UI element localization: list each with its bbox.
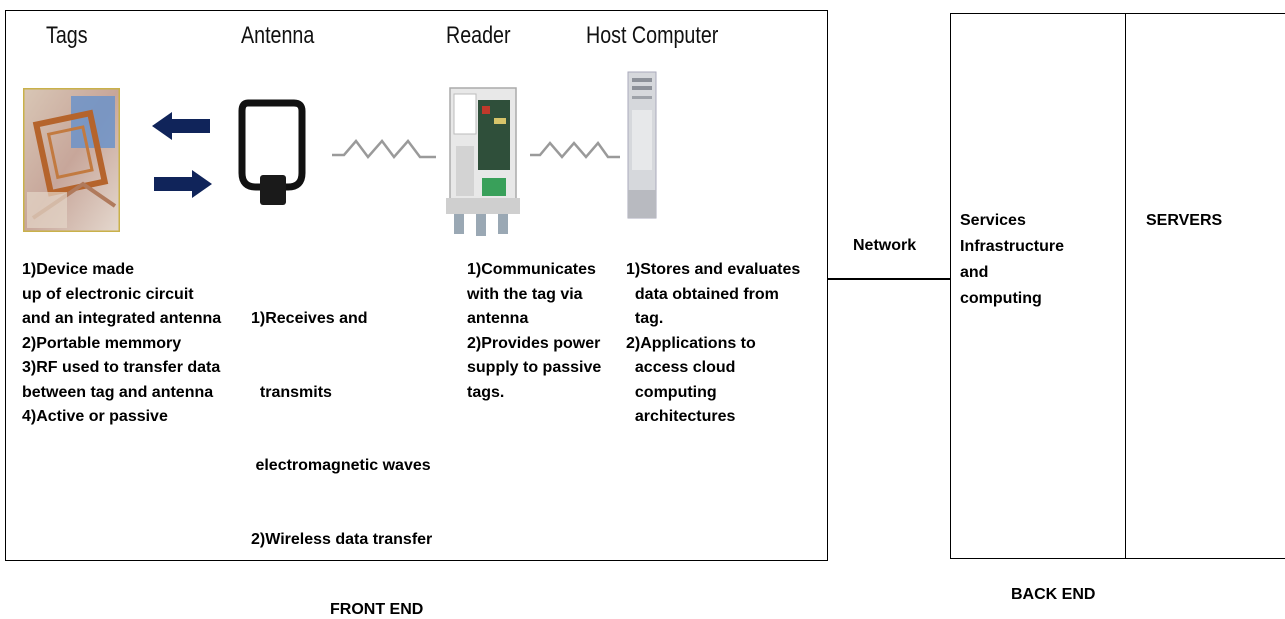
host-computer-description: 1)Stores and evaluates data obtained fro… [626, 258, 800, 430]
services-line: Infrastructure [960, 238, 1065, 255]
network-label: Network [853, 237, 917, 254]
network-line [828, 278, 951, 280]
wave-link-reader-host [528, 135, 622, 165]
description-line: 1)Device made [22, 261, 135, 278]
description-line: 2)Applications to [626, 334, 756, 352]
antenna-description: 1)Receives and transmits electromagnetic… [251, 258, 432, 577]
description-line: with the tag via [467, 285, 583, 303]
host-computer-heading: Host Computer [586, 22, 719, 49]
description-line: antenna [467, 310, 529, 327]
description-line: computing [626, 383, 717, 401]
description-line: 1)Communicates [467, 261, 596, 278]
description-line: supply to passive [467, 359, 602, 376]
description-line: up of electronic circuit [22, 285, 194, 303]
back-end-label: BACK END [1011, 586, 1096, 603]
arrow-left-icon [152, 110, 212, 142]
description-line: architectures [626, 408, 736, 425]
description-line: 1)Stores and evaluates [626, 261, 801, 278]
description-line: 1)Receives and [251, 310, 368, 327]
description-line: 3)RF used to transfer data [22, 359, 221, 376]
description-line: between tag and antenna [22, 383, 214, 401]
reader-description: 1)Communicates with the tag via antenna … [467, 258, 601, 405]
description-line: 2)Provides power [467, 334, 601, 352]
tags-heading: Tags [46, 22, 88, 49]
description-line: electromagnetic waves [251, 457, 431, 474]
wave-link-antenna-reader [330, 133, 440, 163]
description-line: 2)Wireless data transfer [251, 530, 433, 548]
antenna-heading: Antenna [241, 22, 315, 49]
rfid-tag-image [21, 86, 122, 234]
description-line: access cloud [626, 359, 736, 376]
services-line: and [960, 264, 989, 281]
description-line: transmits [251, 383, 332, 401]
description-line: 4)Active or passive [22, 408, 168, 425]
services-label: Services Infrastructure and computing [960, 208, 1064, 312]
rfid-reader-image [446, 86, 520, 241]
tags-description: 1)Device made up of electronic circuit a… [22, 258, 221, 430]
servers-label: SERVERS [1146, 212, 1223, 229]
description-line: tag. [626, 310, 664, 327]
description-line: and an integrated antenna [22, 310, 222, 327]
description-line: data obtained from [626, 285, 779, 303]
front-end-label: FRONT END [330, 601, 424, 618]
host-computer-image [624, 70, 660, 222]
reader-heading: Reader [446, 22, 511, 49]
services-line: computing [960, 290, 1042, 307]
description-line: tags. [467, 383, 505, 401]
services-line: Services [960, 212, 1026, 229]
description-line: 2)Portable memmory [22, 334, 182, 352]
servers-box [1125, 13, 1285, 559]
front-end-frame [5, 10, 828, 561]
antenna-loop-image [234, 95, 310, 215]
arrow-right-icon [152, 168, 212, 200]
